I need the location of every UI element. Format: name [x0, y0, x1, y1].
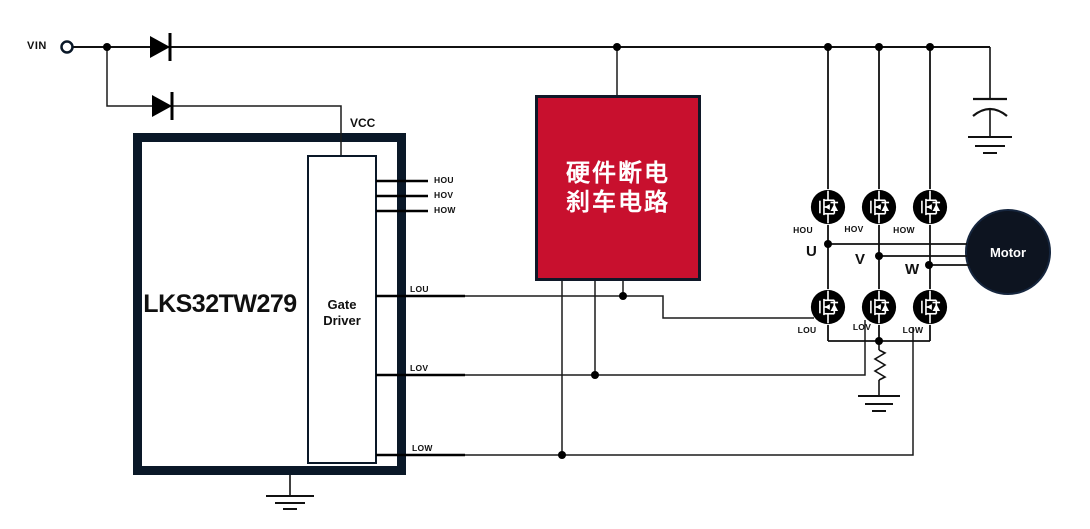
- bridge-label-lou: LOU: [797, 325, 817, 335]
- mcu-name: LKS32TW279: [143, 290, 297, 318]
- mosfet-hou: [810, 189, 846, 225]
- bridge-label-hou: HOU: [793, 225, 813, 235]
- pin-label-low: LOW: [412, 443, 433, 453]
- ground-mcu: [266, 475, 314, 510]
- phase-label-w: W: [905, 261, 920, 278]
- motor: Motor: [965, 209, 1051, 295]
- ground-capacitor: [968, 136, 1012, 154]
- vcc-label: VCC: [350, 116, 376, 130]
- mosfet-lov: [861, 289, 897, 325]
- mosfet-lou: [810, 289, 846, 325]
- lou-gate-wire: [465, 295, 814, 319]
- brake-box-text-line2: 刹车电路: [566, 189, 670, 216]
- bridge-label-hov: HOV: [844, 224, 864, 234]
- gate-driver-line2: Driver: [323, 313, 361, 328]
- vin-label: VIN: [27, 40, 47, 52]
- hardware-brake-box: 硬件断电 刹车电路: [535, 95, 701, 281]
- junction-dots: [103, 43, 934, 459]
- wires-group: [106, 47, 914, 456]
- bridge-label-low: LOW: [902, 325, 924, 335]
- motor-label: Motor: [989, 244, 1027, 260]
- pin-label-lou: LOU: [410, 284, 429, 294]
- mosfet-how: [912, 189, 948, 225]
- pin-label-how: HOW: [434, 205, 456, 215]
- shunt-resistor: [873, 341, 887, 396]
- mosfet-low: [912, 289, 948, 325]
- vcc-diode: [152, 92, 174, 120]
- low-gate-wire: [465, 327, 914, 456]
- phase-label-u: U: [806, 243, 817, 260]
- pin-label-lov: LOV: [410, 363, 429, 373]
- vin-terminal: [60, 40, 74, 54]
- pin-label-hou: HOU: [434, 175, 454, 185]
- gate-driver-line1: Gate: [327, 297, 357, 312]
- vcc-branch-wire: [106, 47, 342, 155]
- rail-diode: [150, 33, 172, 61]
- phase-label-v: V: [855, 251, 866, 268]
- driver-pin-stubs: [376, 179, 465, 457]
- bridge-columns: [827, 47, 969, 342]
- bus-capacitor: [972, 47, 1008, 137]
- ground-shunt: [858, 395, 900, 412]
- pin-label-hov: HOV: [434, 190, 454, 200]
- gate-driver-label: Gate Driver: [307, 297, 377, 329]
- gate-driver-box: [307, 155, 377, 464]
- brake-box-text-line1: 硬件断电: [566, 160, 670, 187]
- mosfet-hov: [861, 189, 897, 225]
- bridge-label-lov: LOV: [852, 322, 872, 332]
- bridge-label-how: HOW: [893, 225, 915, 235]
